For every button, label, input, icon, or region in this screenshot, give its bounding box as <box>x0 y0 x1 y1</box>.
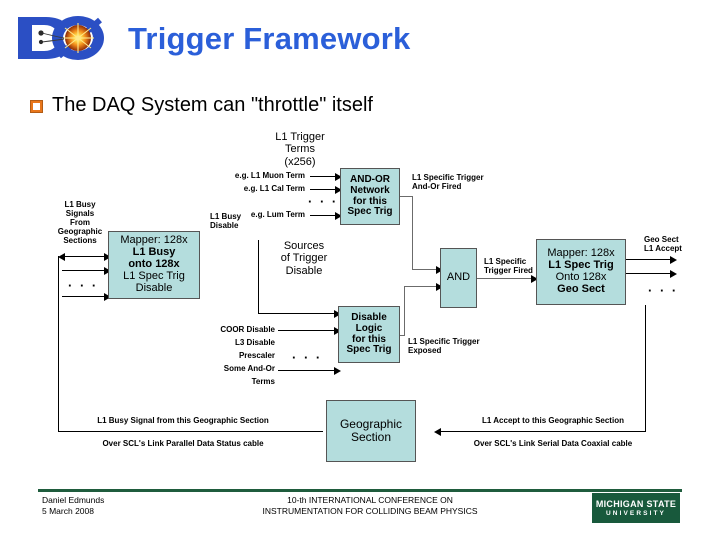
connector-andor-out-h1 <box>400 196 413 197</box>
label-eg-cal-term: e.g. L1 Cal Term <box>243 184 305 193</box>
connector-muon-term <box>310 176 337 177</box>
connector-disable-out-v <box>404 286 405 336</box>
footer-conference-line1: 10-th INTERNATIONAL CONFERENCE ON <box>287 495 453 505</box>
connector-busy-in-1 <box>62 256 106 257</box>
label-eg-muon-term: e.g. L1 Muon Term <box>234 171 305 180</box>
bullet-item: The DAQ System can "throttle" itself <box>30 94 373 117</box>
label-l1-trigger-terms: L1 Trigger Terms (x256) <box>275 131 325 168</box>
box-mapper-busy: Mapper: 128x L1 Busy onto 128x L1 Spec T… <box>108 231 200 299</box>
footer-conference-block: 10-th INTERNATIONAL CONFERENCE ON INSTRU… <box>200 495 540 517</box>
label-l1-accept-to-geo: L1 Accept to this Geographic Section <box>482 416 624 425</box>
label-trigger-fired: L1 Specific Trigger Fired <box>484 257 533 275</box>
arrowhead-geo-accept-1 <box>670 255 677 264</box>
arrowhead-cal-term <box>335 185 342 194</box>
msu-logo: MICHIGAN STATE UNIVERSITY <box>592 493 680 523</box>
box-mapper-geo: Mapper: 128x L1 Spec Trig Onto 128x Geo … <box>536 239 626 305</box>
bullet-item-label: The DAQ System can "throttle" itself <box>52 94 373 116</box>
label-and-or-fired: L1 Specific Trigger And-Or Fired <box>412 173 484 191</box>
label-eg-lum-term: e.g. Lum Term <box>250 210 305 219</box>
arrowhead-lum-term <box>335 211 342 220</box>
connector-lum-term <box>310 215 337 216</box>
label-coor-disable: COOR Disable <box>220 325 275 334</box>
footer-author-block: Daniel Edmunds 5 March 2008 <box>42 495 104 517</box>
arrowhead-and-in-top <box>436 265 443 274</box>
d0-logo-icon <box>12 9 116 67</box>
label-busy-signal-from-geo: L1 Busy Signal from this Geographic Sect… <box>97 416 269 425</box>
label-l1-busy-disable: L1 Busy Disable <box>210 212 242 230</box>
label-some-and-or: Some And-Or <box>223 364 275 373</box>
arrowhead-accept-into-geo <box>434 427 441 436</box>
connector-accept-to-geo-h <box>441 431 646 432</box>
box-and-gate: AND <box>440 248 477 308</box>
connector-busy-disable-v <box>258 240 259 313</box>
arrowhead-busy-up <box>58 252 65 261</box>
arrowhead-geo-accept-2 <box>670 269 677 278</box>
footer-conference-line2: INSTRUMENTATION FOR COLLIDING BEAM PHYSI… <box>262 506 478 516</box>
footer-author: Daniel Edmunds <box>42 495 105 505</box>
label-trigger-exposed: L1 Specific Trigger Exposed <box>408 337 480 355</box>
connector-busy-down-v <box>58 256 59 431</box>
arrowhead-mapper-geo-in <box>531 274 538 283</box>
ellipsis-disable-in: · · · <box>292 350 323 365</box>
label-l1-busy-signals: L1 Busy Signals From Geographic Sections <box>57 200 103 245</box>
connector-geo-accept-2 <box>626 273 672 274</box>
arrowhead-muon-term <box>335 172 342 181</box>
box-geographic-section: Geographic Section <box>326 400 416 462</box>
connector-accept-down-v <box>645 305 646 431</box>
box-disable-logic: Disable Logic for this Spec Trig <box>338 306 400 363</box>
label-over-scl-serial: Over SCL's Link Serial Data Coaxial cabl… <box>473 439 633 448</box>
connector-some-and-or <box>278 370 336 371</box>
connector-disable-out-h1 <box>400 335 405 336</box>
connector-cal-term <box>310 189 337 190</box>
connector-busy-in-2 <box>62 270 106 271</box>
bullet-square-icon <box>30 100 43 113</box>
connector-busy-from-geo-h <box>58 431 323 432</box>
ellipsis-busy-in: · · · <box>68 278 99 293</box>
connector-andor-out-v <box>412 196 413 269</box>
label-terms: Terms <box>251 377 275 386</box>
label-prescaler: Prescaler <box>238 351 275 360</box>
ellipsis-terms: · · · <box>308 194 339 209</box>
ellipsis-geo-accept: · · · <box>648 283 679 298</box>
arrowhead-busy-in-2 <box>104 266 111 275</box>
trigger-framework-diagram: L1 Trigger Terms (x256) e.g. L1 Muon Ter… <box>0 128 720 478</box>
label-l3-disable: L3 Disable <box>234 338 275 347</box>
label-over-scl-parallel: Over SCL's Link Parallel Data Status cab… <box>102 439 264 448</box>
arrowhead-busy-in-1 <box>104 252 111 261</box>
arrowhead-and-in-bottom <box>436 282 443 291</box>
footer-date: 5 March 2008 <box>42 506 94 516</box>
msu-logo-line1: MICHIGAN STATE <box>595 498 677 509</box>
connector-busy-disable-h <box>258 313 336 314</box>
footer-divider <box>38 489 682 492</box>
box-and-or-network: AND-OR Network for this Spec Trig <box>340 168 400 225</box>
arrowhead-busy-in-3 <box>104 292 111 301</box>
arrowhead-disable-in-1 <box>334 326 341 335</box>
label-sources-trigger-disable: Sources of Trigger Disable <box>280 240 328 277</box>
connector-andor-out-h2 <box>412 269 438 270</box>
connector-busy-in-3 <box>62 296 106 297</box>
arrowhead-disable-in-2 <box>334 366 341 375</box>
connector-disable-out-h2 <box>404 286 438 287</box>
connector-coor-disable <box>278 330 336 331</box>
label-geo-sect-l1-accept: Geo Sect L1 Accept <box>644 235 682 253</box>
arrowhead-disable-in-0 <box>334 309 341 318</box>
msu-logo-line2: UNIVERSITY <box>605 509 666 517</box>
connector-and-out <box>477 278 533 279</box>
page-title: Trigger Framework <box>128 21 411 56</box>
connector-geo-accept-1 <box>626 259 672 260</box>
